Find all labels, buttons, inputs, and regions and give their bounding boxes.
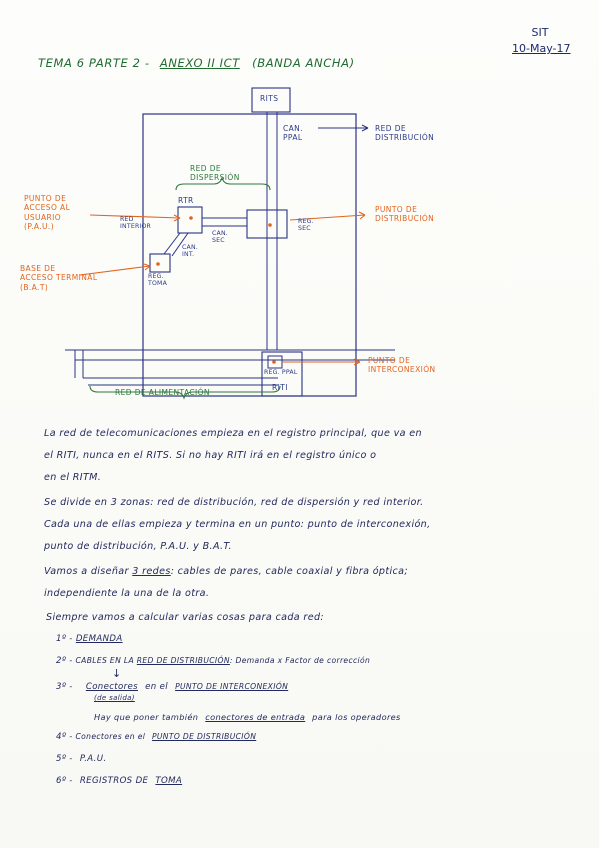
down-arrow: ↓ [112, 667, 122, 680]
body-line: punto de distribución, P.A.U. y B.A.T. [44, 541, 232, 552]
list-item-4: 4º - Conectores en el PUNTO DE DISTRIBUC… [56, 732, 257, 742]
punto-distribucion-label: PUNTO DE DISTRIBUCIÓN [375, 205, 435, 224]
can-int-label: CAN.INT. [182, 244, 198, 259]
reg-ppal-label: REG. PPAL [264, 369, 298, 376]
can-ppal-label: CAN.PPAL [283, 124, 303, 143]
red-alimentacion-label: RED DE ALIMENTACIÓN [115, 388, 210, 397]
rtr-label: RTR [178, 196, 194, 205]
body-line: Vamos a diseñar 3 redes: cables de pares… [44, 566, 408, 577]
base-acceso-label: BASE DE ACCESO TERMINAL (B.A.T) [20, 264, 98, 292]
body-line: Se divide en 3 zonas: red de distribució… [44, 497, 424, 508]
rits-label: RITS [260, 94, 279, 103]
punto-acceso-label: PUNTO DE ACCESO AL USUARIO (P.A.U.) [24, 194, 71, 232]
body-line: el RITI, nunca en el RITS. Si no hay RIT… [44, 450, 377, 461]
body-line: Siempre vamos a calcular varias cosas pa… [46, 612, 324, 623]
body-line: en el RITM. [44, 472, 102, 483]
list-item-5: 5º - P.A.U. [56, 754, 107, 764]
riti-label: RITI [272, 383, 288, 392]
punto-interconexion-label: PUNTO DE INTERCONEXIÓN [368, 356, 436, 375]
signature: SIT [531, 26, 549, 39]
list-item-3-sub: (de salida) [94, 694, 135, 702]
page-title: TEMA 6 PARTE 2 - ANEXO II ICT (BANDA ANC… [38, 56, 355, 70]
can-sec-label: CAN.SEC [212, 230, 228, 245]
list-item-3: 3º - Conectores en el PUNTO DE INTERCONE… [56, 682, 289, 692]
reg-sec-label: REG.SEC [298, 218, 314, 233]
list-item-2: 2º - CABLES EN LA RED DE DISTRIBUCIÓN: D… [56, 656, 371, 666]
list-item-3-line2: Hay que poner también conectores de entr… [94, 712, 401, 722]
date: 10-May-17 [512, 42, 571, 55]
body-line: La red de telecomunicaciones empieza en … [44, 428, 422, 439]
list-item-6: 6º - REGISTROS DE TOMA [56, 776, 183, 786]
list-item-1: 1º - DEMANDA [56, 634, 123, 644]
reg-toma-label: REG.TOMA [148, 273, 168, 288]
body-line: independiente la una de la otra. [44, 588, 210, 599]
body-line: Cada una de ellas empieza y termina en u… [44, 519, 431, 530]
